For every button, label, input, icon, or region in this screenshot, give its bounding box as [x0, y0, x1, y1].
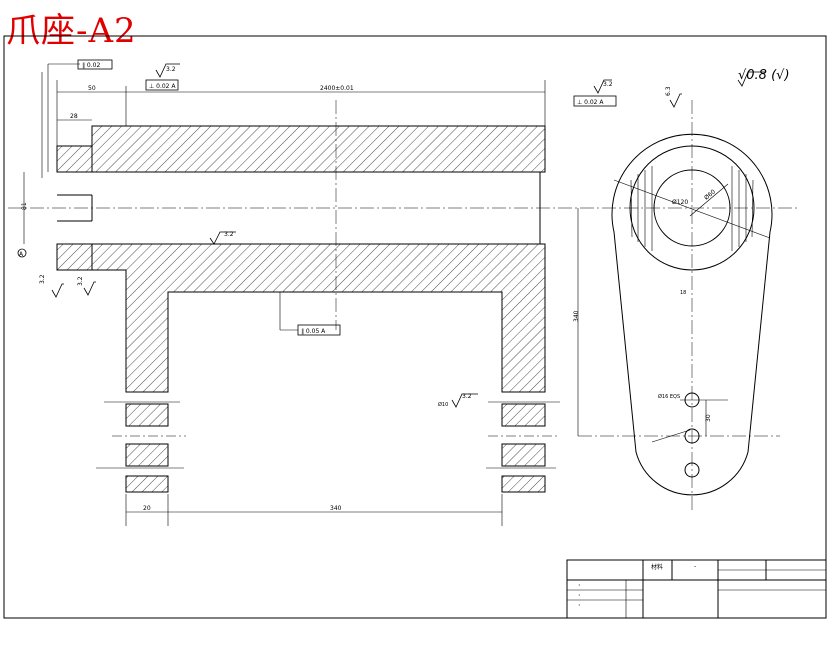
tol-4: ∥ 0.05 A [301, 328, 326, 335]
tb-row-dot-2: · [578, 591, 581, 600]
roughness-note: √0.8 (√) [738, 68, 790, 83]
dim-small-r: 18 [680, 290, 686, 296]
dim-bore: 81 [21, 202, 28, 210]
tb-row-dot-1: · [578, 581, 581, 590]
rough-r2: 3.2 [603, 81, 613, 88]
drawing-border [3, 35, 827, 619]
drawing-title: 爪座-A2 [6, 11, 137, 51]
tolerance-frame-3: ⊥ 0.02 A [573, 95, 617, 107]
section-view [8, 63, 800, 526]
side-outline [611, 133, 773, 496]
tol-1: ∥ 0.02 [82, 62, 100, 69]
rough-r7: 3.2 [462, 393, 472, 400]
dim-small: 28 [70, 113, 78, 120]
rough-r1: 3.2 [166, 66, 176, 73]
rough-r3: 3.2 [224, 231, 234, 238]
rough-r4: 3.2 [39, 274, 46, 284]
tb-cell-name: 材料 [651, 563, 663, 571]
dim-wall: 20 [143, 505, 151, 512]
datum-label: A [19, 251, 24, 258]
tol-3: ⊥ 0.02 A [577, 99, 604, 106]
dim-hole-small: Ø10 [438, 401, 448, 408]
dim-circle-outer: Ø120 [672, 199, 688, 206]
upper-hatch [91, 125, 546, 173]
tb-row-dot-3: · [578, 601, 581, 610]
dim-top-span: 2400±0.01 [320, 85, 354, 92]
dim-height: 340 [573, 310, 580, 322]
dim-hole-pattern: Ø16 EQS [658, 393, 680, 400]
rough-r6: 3.2 [77, 276, 84, 286]
dim-spacing: 30 [705, 414, 712, 422]
dim-circle-inner: Ø60 [703, 188, 717, 201]
tol-2: ⊥ 0.02 A [149, 83, 176, 90]
tb-cell-dash: - [694, 563, 696, 570]
side-view [577, 100, 780, 512]
title-block [566, 559, 827, 619]
dim-top-left: 50 [88, 85, 96, 92]
lower-hatch [91, 243, 546, 393]
rough-r5: 6.3 [665, 86, 672, 96]
tolerance-frame-4: ∥ 0.05 A [297, 324, 341, 336]
tolerance-frame-1: ∥ 0.02 [77, 59, 113, 70]
datum-circle [17, 248, 27, 258]
tolerance-frame-2: ⊥ 0.02 A [145, 79, 179, 91]
dim-inner: 340 [330, 505, 342, 512]
